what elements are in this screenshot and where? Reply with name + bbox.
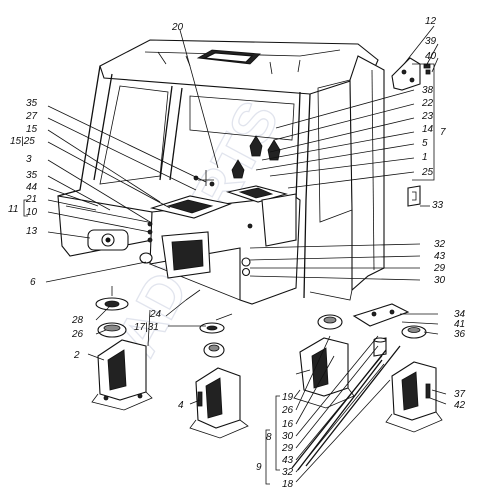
label-15-25: 15|25 <box>10 136 35 147</box>
grommet <box>139 252 153 264</box>
label-27: 27 <box>25 111 38 122</box>
label-15: 15 <box>26 124 38 135</box>
label-14: 14 <box>422 124 434 135</box>
label-39: 39 <box>425 36 437 47</box>
label-1: 1 <box>422 152 428 163</box>
label-20: 20 <box>171 22 184 33</box>
label-23: 23 <box>421 111 434 122</box>
label-26-left: 26 <box>71 329 84 340</box>
label-21: 21 <box>25 194 37 205</box>
callout-labels: 20 12 39 40 38 22 23 14 7 5 1 25 33 35 2… <box>8 16 466 490</box>
label-43: 43 <box>434 251 446 262</box>
label-35-top: 35 <box>26 98 38 109</box>
label-5: 5 <box>422 138 428 149</box>
label-10: 10 <box>26 207 38 218</box>
label-25-right: 25 <box>421 167 434 178</box>
label-32-right: 32 <box>282 467 294 478</box>
label-3: 3 <box>26 154 32 165</box>
label-17-31: 17|31 <box>134 322 159 333</box>
label-32: 32 <box>434 239 446 250</box>
right-side-panel <box>349 55 385 292</box>
clip-part <box>407 185 421 207</box>
label-30: 30 <box>434 275 446 286</box>
label-19: 19 <box>282 392 294 403</box>
label-4: 4 <box>178 400 184 411</box>
control-lever-left <box>231 159 245 179</box>
cab-body <box>57 39 385 305</box>
windshield-left <box>99 85 169 185</box>
label-12: 12 <box>425 16 437 27</box>
control-lever-mid <box>249 135 263 157</box>
label-29: 29 <box>433 263 446 274</box>
label-34: 34 <box>454 309 466 320</box>
label-28: 28 <box>71 315 84 326</box>
label-6: 6 <box>30 277 36 288</box>
center-pillar <box>159 85 173 181</box>
door-window <box>317 79 353 223</box>
label-44: 44 <box>26 182 38 193</box>
label-7: 7 <box>440 127 446 138</box>
label-38: 38 <box>422 85 434 96</box>
mounting-plate <box>352 303 410 327</box>
label-37: 37 <box>454 389 466 400</box>
door-lower-panel <box>261 193 297 247</box>
rear-window <box>189 95 295 141</box>
label-9: 9 <box>256 462 262 473</box>
label-11: 11 <box>8 204 18 215</box>
label-29-right: 29 <box>281 443 294 454</box>
support-brackets <box>91 337 443 439</box>
label-26-right: 26 <box>281 405 294 416</box>
label-35-lower: 35 <box>26 170 38 181</box>
label-42: 42 <box>454 400 466 411</box>
label-40: 40 <box>425 51 437 62</box>
leader-lines <box>23 25 447 485</box>
label-36: 36 <box>454 329 466 340</box>
label-24: 24 <box>149 309 162 320</box>
label-33: 33 <box>432 200 444 211</box>
label-41: 41 <box>454 319 465 330</box>
left-front-pillar <box>57 65 101 197</box>
label-13: 13 <box>26 226 38 237</box>
label-16: 16 <box>282 419 294 430</box>
label-30-right: 30 <box>282 431 294 442</box>
cab-roof <box>99 39 379 95</box>
label-8: 8 <box>266 432 272 443</box>
label-18: 18 <box>282 479 294 490</box>
label-2: 2 <box>73 350 80 361</box>
label-22: 22 <box>421 98 434 109</box>
label-43-right: 43 <box>282 455 294 466</box>
rubber-cushions <box>95 297 427 358</box>
